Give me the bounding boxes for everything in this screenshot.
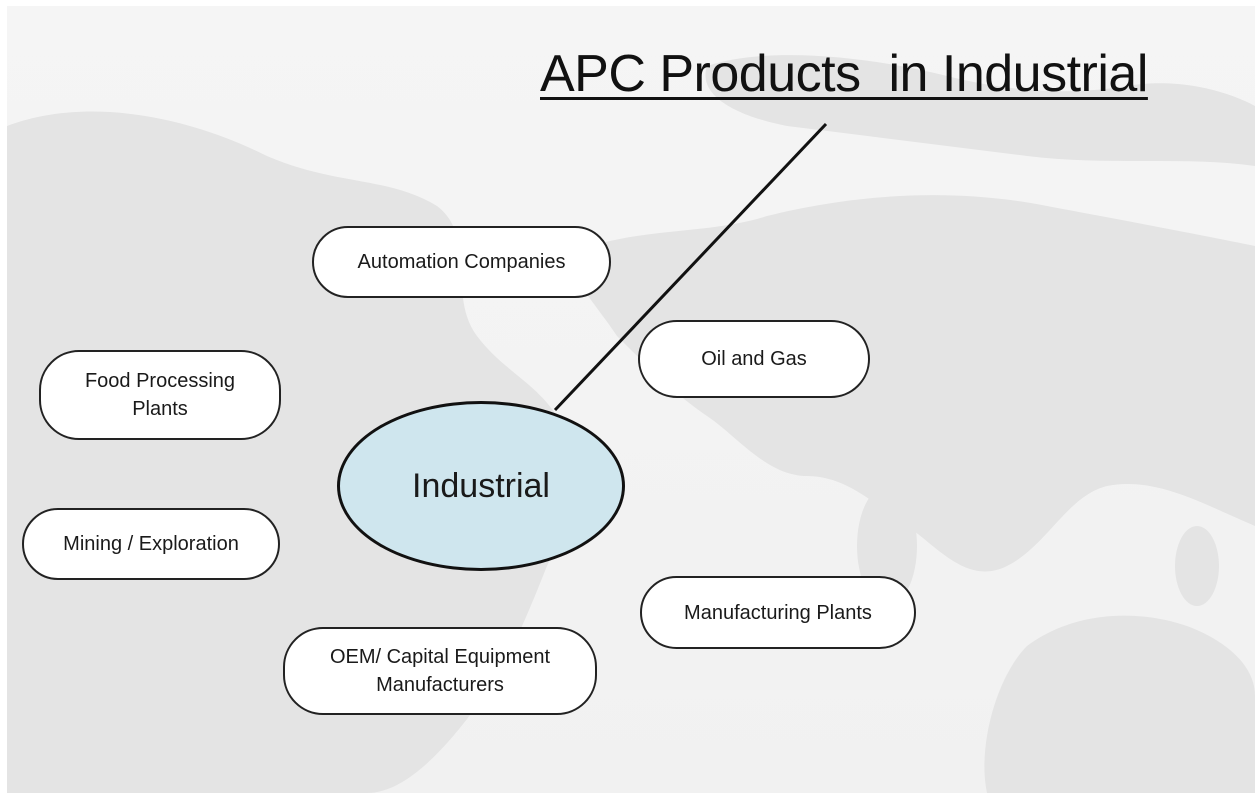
diagram-title: APC Products in Industrial: [540, 45, 1148, 103]
node-oem-capital-equipment: OEM/ Capital Equipment Manufacturers: [283, 627, 597, 715]
node-automation-companies: Automation Companies: [312, 226, 611, 298]
node-food-processing-plants: Food Processing Plants: [39, 350, 281, 440]
map-landmass-north: [705, 55, 1255, 167]
hub-industrial: Industrial: [337, 401, 625, 571]
node-oil-and-gas: Oil and Gas: [638, 320, 870, 398]
map-landmass-australia: [984, 615, 1255, 793]
map-island: [1175, 526, 1219, 606]
node-manufacturing-plants: Manufacturing Plants: [640, 576, 916, 649]
node-mining-exploration: Mining / Exploration: [22, 508, 280, 580]
